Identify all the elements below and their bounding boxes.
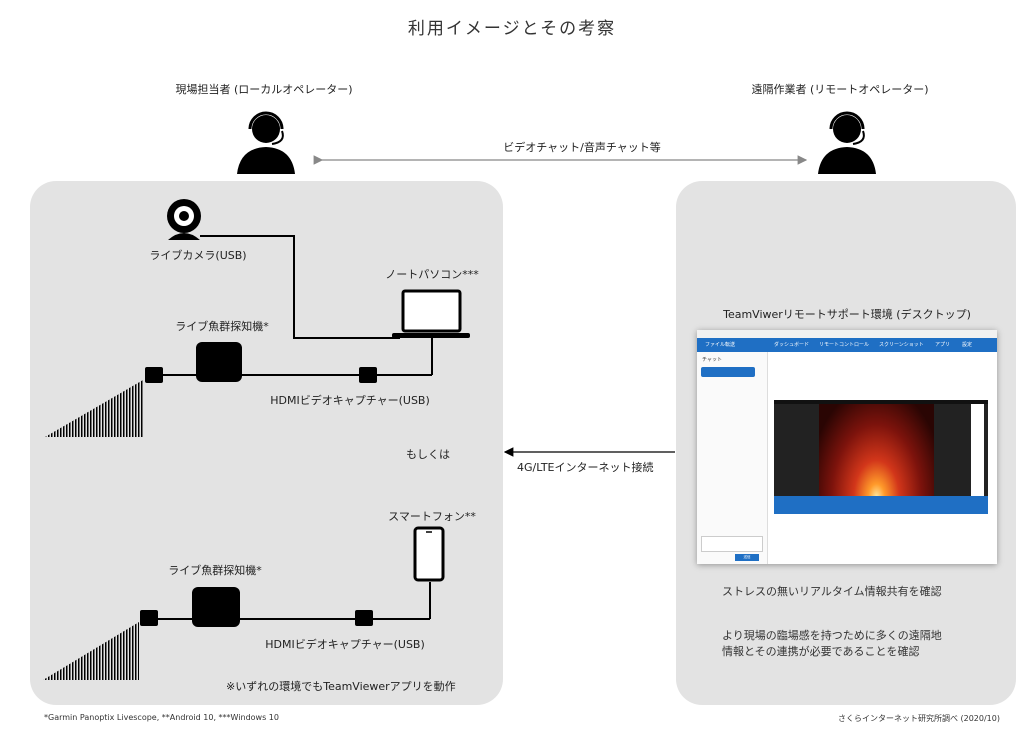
footnote: *Garmin Panoptix Livescope, **Android 10… (44, 713, 279, 722)
page-title: 利用イメージとその考察 (407, 19, 617, 39)
network-label: 4G/LTEインターネット接続 (517, 461, 654, 474)
camera-label: ライブカメラ(USB) (149, 249, 247, 262)
transducer-bottom (140, 610, 158, 626)
file-transfer-label: ファイル転送 (705, 342, 736, 348)
capture-device-top (359, 367, 377, 383)
remote-screen-toolbar (774, 496, 988, 514)
screenshot-nav: ファイル転送 ダッシュボード リモートコントロール スクリーンショット アプリ … (697, 338, 997, 352)
screenshot-title: TeamViwerリモートサポート環境 (デスクトップ) (723, 308, 971, 321)
remote-screen-header (774, 400, 988, 404)
screenshot-tab: スクリーンショット (879, 342, 924, 348)
teamviewer-note: ※いずれの環境でもTeamViewerアプリを動作 (226, 680, 456, 693)
capture-label-bottom: HDMIビデオキャプチャー(USB) (265, 638, 425, 651)
webcam-icon (167, 199, 201, 240)
screenshot-titlebar (697, 330, 997, 338)
local-site-panel (30, 181, 503, 705)
transducer-top (145, 367, 163, 383)
capture-device-bottom (355, 610, 373, 626)
local-operator-headset-icon (237, 111, 295, 174)
chat-message-bubble (701, 367, 755, 377)
sonar-beam-bottom (43, 622, 139, 680)
local-operator-label: 現場担当者 (ローカルオペレーター) (175, 83, 353, 96)
laptop-label: ノートパソコン*** (385, 268, 479, 281)
remote-operator-label: 遠隔作業者 (リモートオペレーター) (751, 83, 929, 96)
laptop-icon (392, 289, 470, 338)
sonar-label-bottom: ライブ魚群探知機* (168, 564, 262, 577)
screenshot-tab: 設定 (962, 342, 973, 348)
or-label: もしくは (406, 448, 450, 461)
chat-title: チャット (702, 357, 722, 363)
remote-screen (774, 400, 988, 514)
screenshot-tab: ダッシュボード (774, 342, 810, 348)
finding-2-line-1: より現場の臨場感を持つために多くの遠隔地 (722, 629, 942, 642)
screenshot-chat-sidebar: チャット 送信 (697, 352, 768, 564)
sonar-image (819, 404, 934, 497)
sonar-unit-top (196, 342, 242, 382)
smartphone-icon (413, 526, 445, 582)
finding-2-line-2: 情報とその連携が必要であることを確認 (722, 645, 920, 658)
sonar-label-top: ライブ魚群探知機* (175, 320, 269, 333)
video-chat-label: ビデオチャット/音声チャット等 (503, 141, 661, 154)
phone-label: スマートフォン** (388, 510, 476, 523)
remote-screen-side (971, 404, 984, 496)
finding-1: ストレスの無いリアルタイム情報共有を確認 (722, 585, 942, 598)
remote-operator-headset-icon (818, 111, 876, 174)
chat-input (701, 536, 763, 552)
teamviewer-screenshot: ファイル転送 ダッシュボード リモートコントロール スクリーンショット アプリ … (697, 330, 997, 564)
capture-label-top: HDMIビデオキャプチャー(USB) (270, 394, 430, 407)
sonar-beam-top (45, 380, 143, 437)
sonar-unit-bottom (192, 587, 240, 627)
credit: さくらインターネット研究所調べ (2020/10) (837, 714, 1000, 723)
chat-send-button: 送信 (735, 554, 759, 561)
screenshot-tab: アプリ (935, 342, 951, 348)
screenshot-tab: リモートコントロール (819, 342, 870, 348)
